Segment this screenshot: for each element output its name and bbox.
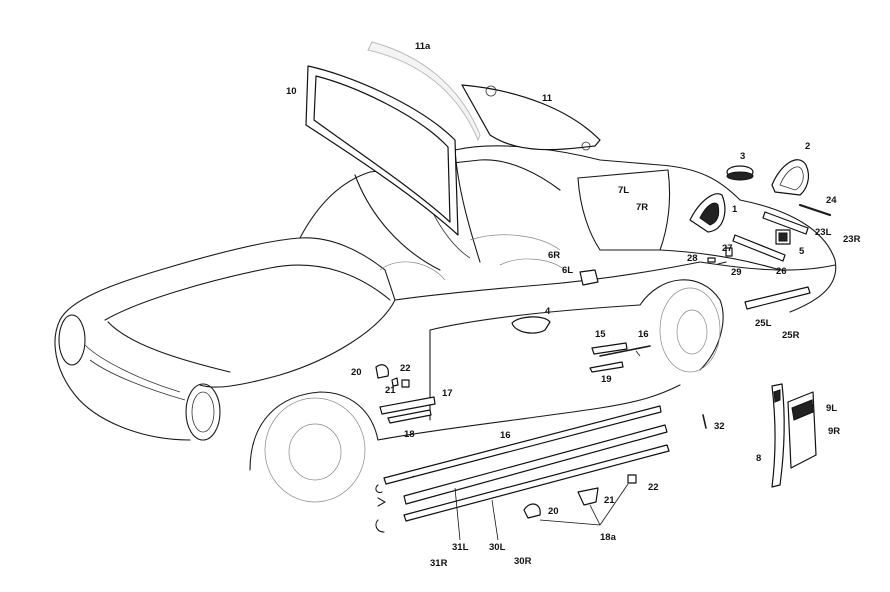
- label-24: 24: [826, 195, 837, 206]
- part-4-badge: [511, 316, 551, 334]
- part-29-screw: [717, 261, 727, 265]
- part-24-strip: [798, 203, 832, 217]
- part-21-clip-lower: [577, 487, 599, 506]
- label-16-upper: 16: [638, 329, 649, 340]
- part-32-screw: [702, 414, 707, 429]
- label-19: 19: [601, 374, 612, 385]
- label-25L: 25L: [755, 318, 772, 329]
- label-7L: 7L: [618, 185, 629, 196]
- part-11a-rear-window: [367, 41, 481, 142]
- part-25-rocker-strip: [744, 286, 811, 310]
- part-31-long-trim: [403, 444, 670, 522]
- part-28-clip: [707, 257, 716, 263]
- part-2-rubber-loop: [771, 159, 810, 196]
- label-4: 4: [545, 306, 551, 317]
- label-23L: 23L: [815, 227, 832, 238]
- part-22-clip: [401, 379, 410, 388]
- label-8: 8: [756, 453, 761, 464]
- part-23L-moulding: [762, 211, 809, 235]
- part-16-strip-short: [599, 345, 651, 357]
- leader-lines: [411, 350, 641, 541]
- part-6-door-handle: [579, 269, 599, 286]
- label-21-lower: 21: [604, 495, 615, 506]
- label-25R: 25R: [782, 330, 800, 341]
- label-17: 17: [442, 388, 453, 399]
- part-30-long-trim: [403, 424, 668, 505]
- part-17-strip: [379, 396, 436, 415]
- part-15-strip: [591, 342, 628, 355]
- label-22-lower: 22: [648, 482, 659, 493]
- part-26-trim: [732, 234, 786, 262]
- label-21-upper: 21: [385, 385, 396, 396]
- part-9-panel: [787, 391, 817, 469]
- trim-end-caps: [375, 484, 386, 533]
- part-20-cap: [375, 364, 389, 379]
- part-27-clip: [725, 247, 733, 257]
- label-28: 28: [687, 253, 698, 264]
- label-20-upper: 20: [351, 367, 362, 378]
- label-32: 32: [714, 421, 725, 432]
- part-10-window-frame: [305, 65, 459, 236]
- label-2: 2: [805, 141, 810, 152]
- label-31L: 31L: [452, 542, 469, 553]
- part-22-clip-lower: [627, 474, 637, 484]
- label-31R: 31R: [430, 558, 448, 569]
- part-5-emblem: [775, 229, 791, 245]
- label-3: 3: [740, 151, 745, 162]
- label-20-lower: 20: [548, 506, 559, 517]
- label-30L: 30L: [489, 542, 506, 553]
- part-11-headliner: [461, 84, 601, 151]
- label-30R: 30R: [514, 556, 532, 567]
- part-21-clip: [391, 377, 399, 387]
- label-29: 29: [731, 267, 742, 278]
- label-18: 18: [404, 429, 415, 440]
- label-26: 26: [776, 266, 787, 277]
- label-23R: 23R: [843, 234, 861, 245]
- car-body-outline: [54, 145, 837, 503]
- label-11a: 11a: [415, 41, 431, 52]
- label-27: 27: [722, 243, 733, 254]
- part-16-long-trim: [383, 405, 662, 485]
- label-22-upper: 22: [400, 363, 411, 374]
- label-10: 10: [286, 86, 297, 97]
- label-16-lower: 16: [500, 430, 511, 441]
- label-6L: 6L: [562, 265, 573, 276]
- label-9L: 9L: [826, 403, 837, 414]
- part-1-tail-lens: [689, 193, 726, 233]
- part-3-rubber-pad: [726, 165, 754, 181]
- part-20-cap-lower: [523, 503, 541, 519]
- part-8-panel: [771, 383, 785, 488]
- label-11: 11: [542, 93, 553, 104]
- label-5: 5: [799, 246, 805, 257]
- label-15: 15: [595, 329, 606, 340]
- label-9R: 9R: [828, 426, 840, 437]
- label-7R: 7R: [636, 202, 648, 213]
- label-1: 1: [732, 204, 738, 215]
- callout-labels: 11a 10 11 3 2 7L 7R 1 24 23L 23R 27 5 6R…: [286, 41, 861, 569]
- part-19-strip: [589, 361, 624, 373]
- part-18-strip: [387, 409, 432, 424]
- label-6R: 6R: [548, 250, 560, 261]
- label-18a: 18a: [600, 532, 617, 543]
